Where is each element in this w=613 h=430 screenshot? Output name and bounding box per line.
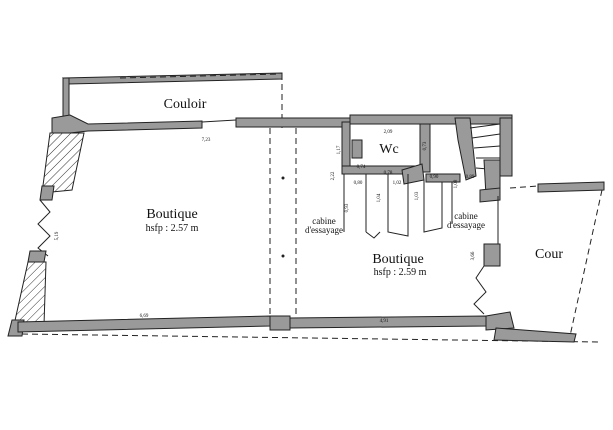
dim-669: 6,69: [140, 314, 149, 319]
dim-723: 7,23: [202, 138, 211, 143]
dim-089: 0,89: [466, 175, 475, 180]
left-facade: [7, 132, 85, 337]
bottom-wall: [17, 311, 601, 343]
dim-093: 0,93: [345, 203, 350, 212]
label-cour: Cour: [535, 247, 563, 262]
dim-104: 1,04: [377, 193, 382, 202]
dim-366: 3,66: [471, 251, 476, 260]
label-boutique-left-hsfp: hsfp : 2.57 m: [146, 223, 199, 234]
label-cabine-right: cabine: [454, 211, 477, 221]
dim-491: 4,91: [380, 319, 389, 324]
label-boutique-right: Boutique: [372, 252, 423, 267]
top-wall: [51, 114, 513, 134]
label-couloir: Couloir: [164, 97, 207, 112]
dim-117: 1,17: [337, 145, 342, 154]
courtyard-area: [473, 181, 605, 343]
dim-209: 2,09: [384, 130, 393, 135]
label-essayage-right: d'essayage: [447, 220, 485, 230]
staircase: [454, 117, 513, 197]
dim-102: 1,02: [393, 181, 402, 186]
label-boutique-left: Boutique: [146, 207, 197, 222]
dim-080: 0,80: [354, 181, 363, 186]
dim-074: 0,74: [357, 165, 366, 170]
dim-090: 0,90: [430, 175, 439, 180]
wc-block: [341, 121, 431, 185]
label-wc: Wc: [379, 142, 398, 157]
dim-078: 0,78: [384, 171, 393, 176]
dim-073: 0,73: [423, 141, 428, 150]
label-essayage-left: d'essayage: [305, 225, 343, 235]
dim-222: 2,22: [331, 171, 336, 180]
label-boutique-right-hsfp: hsfp : 2.59 m: [374, 267, 427, 278]
cabins: [343, 173, 461, 239]
interior-partitions: [269, 128, 297, 316]
dim-108: 1,08: [454, 179, 459, 188]
label-cabine-left: cabine: [312, 216, 335, 226]
dim-103: 1,03: [415, 191, 420, 200]
dim-519: 5,19: [55, 231, 60, 240]
